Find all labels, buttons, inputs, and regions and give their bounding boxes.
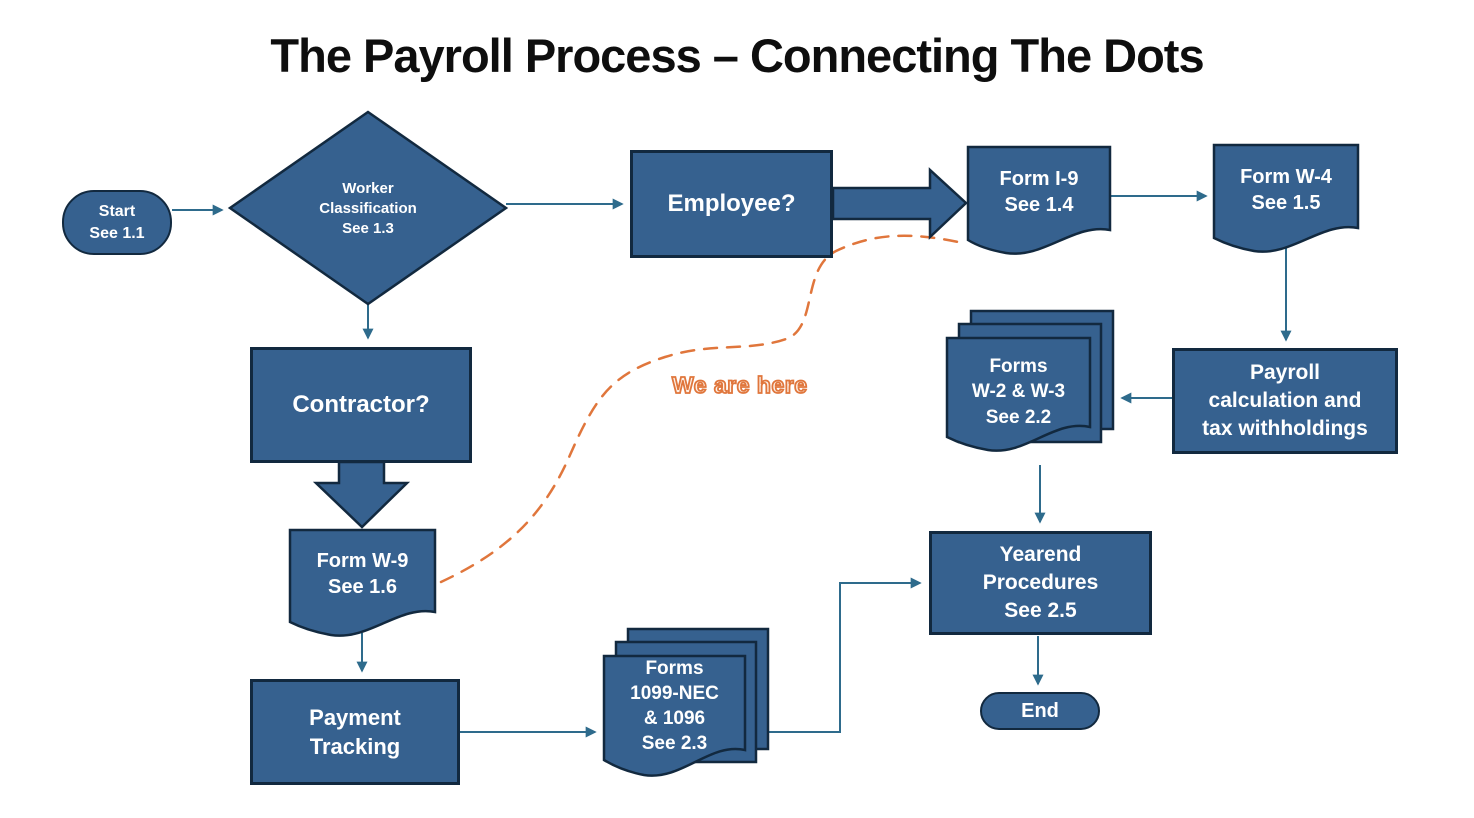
- employee-process-box: Employee?: [630, 150, 833, 258]
- payroll-calculation-label: Payroll calculation and tax withholdings: [1202, 361, 1368, 440]
- payment-tracking-process-box: Payment Tracking: [250, 679, 460, 785]
- page-title: The Payroll Process – Connecting The Dot…: [270, 29, 1204, 82]
- w2-stack-front-document: [945, 336, 1092, 452]
- form-w9-document-shape: [288, 528, 437, 637]
- contractor-process-box: Contractor?: [250, 347, 472, 463]
- we-are-here-dashed-path: [439, 234, 965, 584]
- end-terminator: End: [980, 692, 1100, 730]
- edge-1099stack-to-yearend: [768, 577, 922, 733]
- payment-tracking-label: Payment Tracking: [309, 704, 401, 759]
- forms-1099-document-stack: [602, 627, 770, 777]
- block-arrow-employee-to-i9: [831, 167, 968, 240]
- end-label: End: [1021, 699, 1059, 722]
- worker-classification-diamond: [227, 110, 509, 306]
- start-terminator: Start See 1.1: [62, 190, 172, 255]
- form-w4-document-shape: [1212, 143, 1360, 253]
- employee-label: Employee?: [667, 190, 796, 218]
- yearend-procedures-process-box: Yearend Procedures See 2.5: [929, 531, 1152, 635]
- payroll-calculation-process-box: Payroll calculation and tax withholdings: [1172, 348, 1398, 454]
- start-label: Start See 1.1: [89, 203, 145, 242]
- yearend-procedures-label: Yearend Procedures See 2.5: [982, 543, 1099, 622]
- contractor-label: Contractor?: [292, 391, 430, 419]
- w2-w3-document-stack: [945, 309, 1115, 452]
- stack-1099-front-document: [602, 654, 747, 777]
- block-arrow-contractor-to-w9: [312, 460, 411, 529]
- connector-lines: [172, 190, 1292, 738]
- form-i9-document-shape: [966, 145, 1112, 255]
- we-are-here-annotation: We are here: [671, 371, 808, 399]
